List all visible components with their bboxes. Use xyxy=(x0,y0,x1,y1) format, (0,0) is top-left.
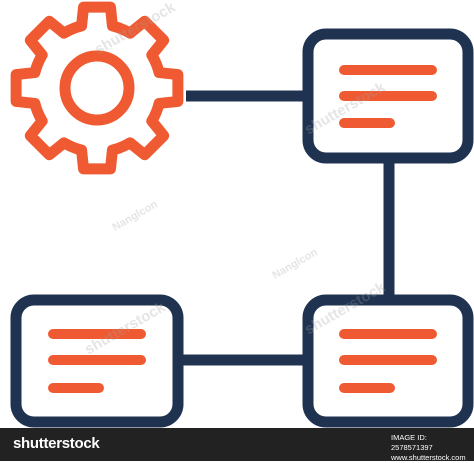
gear-icon xyxy=(10,1,184,175)
stock-footer-bar: shutterstock IMAGE ID: 2578571397 www.sh… xyxy=(0,428,474,463)
gear-hub xyxy=(59,50,135,126)
document-card-icon xyxy=(10,294,184,428)
image-id-text: IMAGE ID: 2578571397 xyxy=(391,433,433,452)
site-url-text: www.shutterstock.com xyxy=(391,453,466,462)
stock-meta: IMAGE ID: 2578571397 www.shutterstock.co… xyxy=(391,433,466,463)
document-card-icon xyxy=(302,28,474,164)
document-card-icon xyxy=(302,294,474,428)
workflow-illustration xyxy=(10,1,474,428)
connector-lines xyxy=(178,90,395,366)
stock-logo: shutterstock xyxy=(13,435,100,452)
